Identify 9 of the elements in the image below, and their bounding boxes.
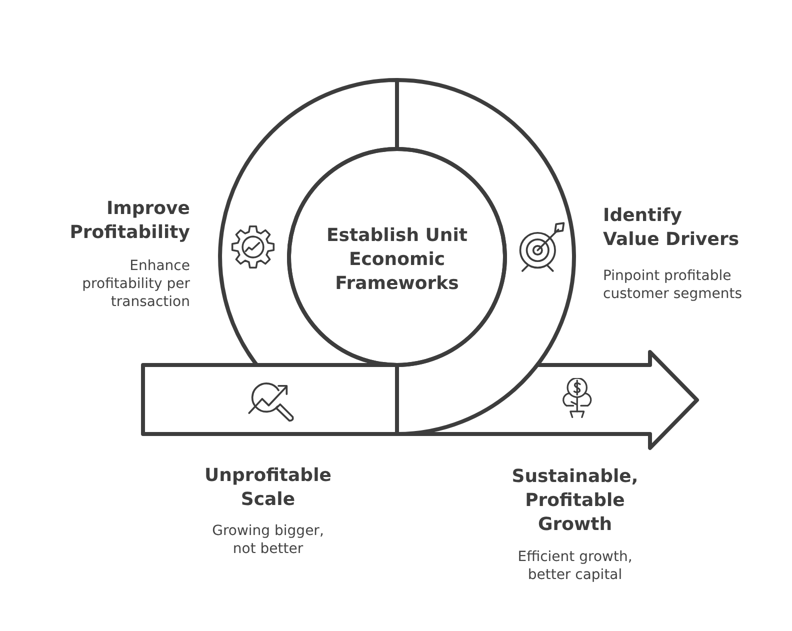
step-description: Pinpoint profitable customer segments xyxy=(603,267,744,303)
center-title: Establish Unit Economic Frameworks xyxy=(326,224,468,296)
step-title: Improve Profitability xyxy=(68,197,190,245)
step-description: Growing bigger, not better xyxy=(211,522,325,558)
step-title: Unprofitable Scale xyxy=(204,464,332,512)
step-description: Efficient growth, better capital xyxy=(516,548,634,584)
step-description: Enhance profitability per transaction xyxy=(81,257,190,311)
step-title: Identify Value Drivers xyxy=(603,204,740,252)
step-title: Sustainable, Profitable Growth xyxy=(510,465,640,537)
